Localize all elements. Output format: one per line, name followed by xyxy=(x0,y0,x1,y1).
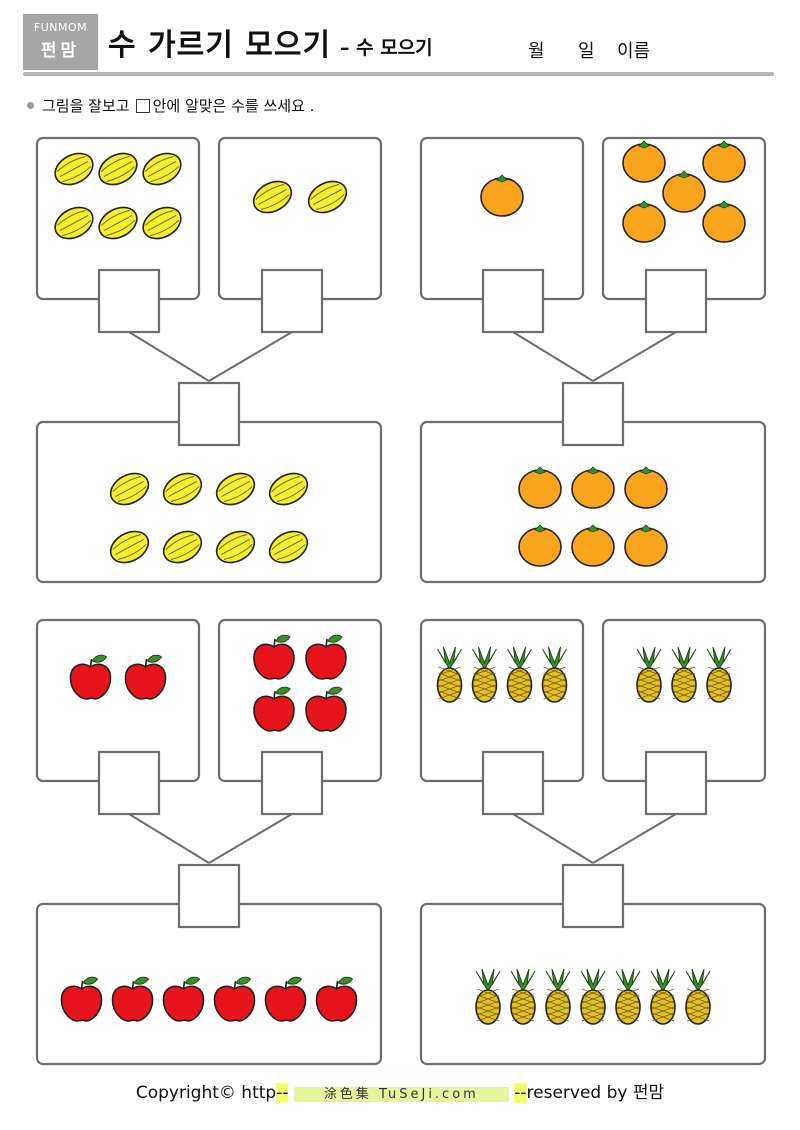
page-subtitle: – 수 모으기 xyxy=(340,37,433,59)
pineapple-icon xyxy=(545,968,571,1025)
orange-icon xyxy=(624,524,668,567)
melon-icon xyxy=(252,180,293,214)
orange-icon xyxy=(624,466,668,509)
melon-problem xyxy=(35,136,383,584)
footer: Copyright© http-- 涂色集 TuSeJi.com --reser… xyxy=(135,1083,665,1103)
orange-icon xyxy=(702,200,746,243)
apple-icon xyxy=(111,976,154,1022)
melon-icon xyxy=(142,152,182,186)
month-label: 월 xyxy=(528,41,545,62)
apple-icon xyxy=(305,686,347,732)
apple-icon xyxy=(264,976,307,1022)
melon-icon xyxy=(54,152,94,186)
instruction-text-before: 그림을 잘보고 xyxy=(42,97,130,115)
pineapple-icon xyxy=(636,646,662,703)
answer-box-left[interactable] xyxy=(97,750,161,816)
apple-icon xyxy=(213,976,256,1022)
pineapple-icon xyxy=(615,968,641,1025)
answer-box-right[interactable] xyxy=(260,750,324,816)
melon-icon xyxy=(54,206,94,240)
melon-icon xyxy=(98,206,138,240)
melon-icon xyxy=(215,530,256,564)
answer-box-total[interactable] xyxy=(561,381,625,447)
answer-square-icon xyxy=(135,98,150,113)
answer-box-left[interactable] xyxy=(97,268,161,334)
footer-watermark: 涂色集 TuSeJi.com xyxy=(293,1087,509,1102)
pineapple-problem xyxy=(419,618,767,1066)
day-label: 일 xyxy=(578,41,595,62)
melon-icon xyxy=(109,530,150,564)
apple-icon xyxy=(162,976,205,1022)
instruction-text-after: 안에 알맞은 수를 쓰세요 . xyxy=(152,97,315,115)
connector-line-right xyxy=(592,813,677,864)
answer-box-left[interactable] xyxy=(481,268,545,334)
orange-icon xyxy=(662,170,706,213)
header-divider xyxy=(23,72,774,76)
melon-icon xyxy=(268,472,309,506)
apple-problem xyxy=(35,618,383,1066)
melon-icon xyxy=(109,472,150,506)
pineapple-icon xyxy=(671,646,697,703)
apple-icon xyxy=(124,654,167,700)
answer-box-right[interactable] xyxy=(644,268,708,334)
instruction: 그림을 잘보고 안에 알맞은 수를 쓰세요 . xyxy=(27,95,314,116)
answer-box-total[interactable] xyxy=(177,381,241,447)
orange-icon xyxy=(518,466,562,509)
answer-box-total[interactable] xyxy=(177,863,241,929)
pineapple-icon xyxy=(475,968,501,1025)
orange-icon xyxy=(702,140,746,183)
connector-line-left xyxy=(128,331,210,382)
logo-text-top: FUNMOM xyxy=(33,21,88,34)
orange-icon xyxy=(480,174,524,217)
pineapple-icon xyxy=(510,968,536,1025)
melon-icon xyxy=(162,530,203,564)
connector-line-right xyxy=(592,331,677,382)
melon-icon xyxy=(307,180,348,214)
page-title: 수 가르기 모으기 xyxy=(108,28,332,63)
pineapple-icon xyxy=(541,646,568,703)
orange-icon xyxy=(571,524,615,567)
melon-icon xyxy=(142,206,182,240)
footer-copyright: Copyright© http xyxy=(135,1083,277,1103)
connector-line-left xyxy=(512,813,594,864)
melon-icon xyxy=(162,472,203,506)
apple-icon xyxy=(305,634,347,680)
pineapple-icon xyxy=(706,646,732,703)
melon-icon xyxy=(268,530,309,564)
name-label: 이름 xyxy=(617,41,651,62)
pineapple-icon xyxy=(580,968,606,1025)
pineapple-icon xyxy=(471,646,498,703)
pineapple-icon xyxy=(436,646,463,703)
funmom-logo: FUNMOM 펀맘 xyxy=(23,14,98,70)
connector-line-right xyxy=(208,813,293,864)
pineapple-icon xyxy=(506,646,533,703)
apple-icon xyxy=(69,654,112,700)
connector-line-right xyxy=(208,331,293,382)
orange-problem xyxy=(419,136,767,584)
logo-text-bottom: 펀맘 xyxy=(40,41,81,61)
melon-icon xyxy=(98,152,138,186)
pineapple-icon xyxy=(650,968,676,1025)
connector-line-left xyxy=(512,331,594,382)
apple-icon xyxy=(315,976,358,1022)
apple-icon xyxy=(253,634,295,680)
orange-icon xyxy=(622,200,666,243)
answer-box-total[interactable] xyxy=(561,863,625,929)
answer-box-left[interactable] xyxy=(481,750,545,816)
bullet-icon xyxy=(27,102,34,109)
connector-line-left xyxy=(128,813,210,864)
footer-reserved: reserved by 펀맘 xyxy=(526,1083,665,1103)
apple-icon xyxy=(253,686,295,732)
answer-box-right[interactable] xyxy=(260,268,324,334)
orange-icon xyxy=(518,524,562,567)
orange-icon xyxy=(622,140,666,183)
apple-icon xyxy=(60,976,103,1022)
pineapple-icon xyxy=(685,968,711,1025)
melon-icon xyxy=(215,472,256,506)
answer-box-right[interactable] xyxy=(644,750,708,816)
orange-icon xyxy=(571,466,615,509)
